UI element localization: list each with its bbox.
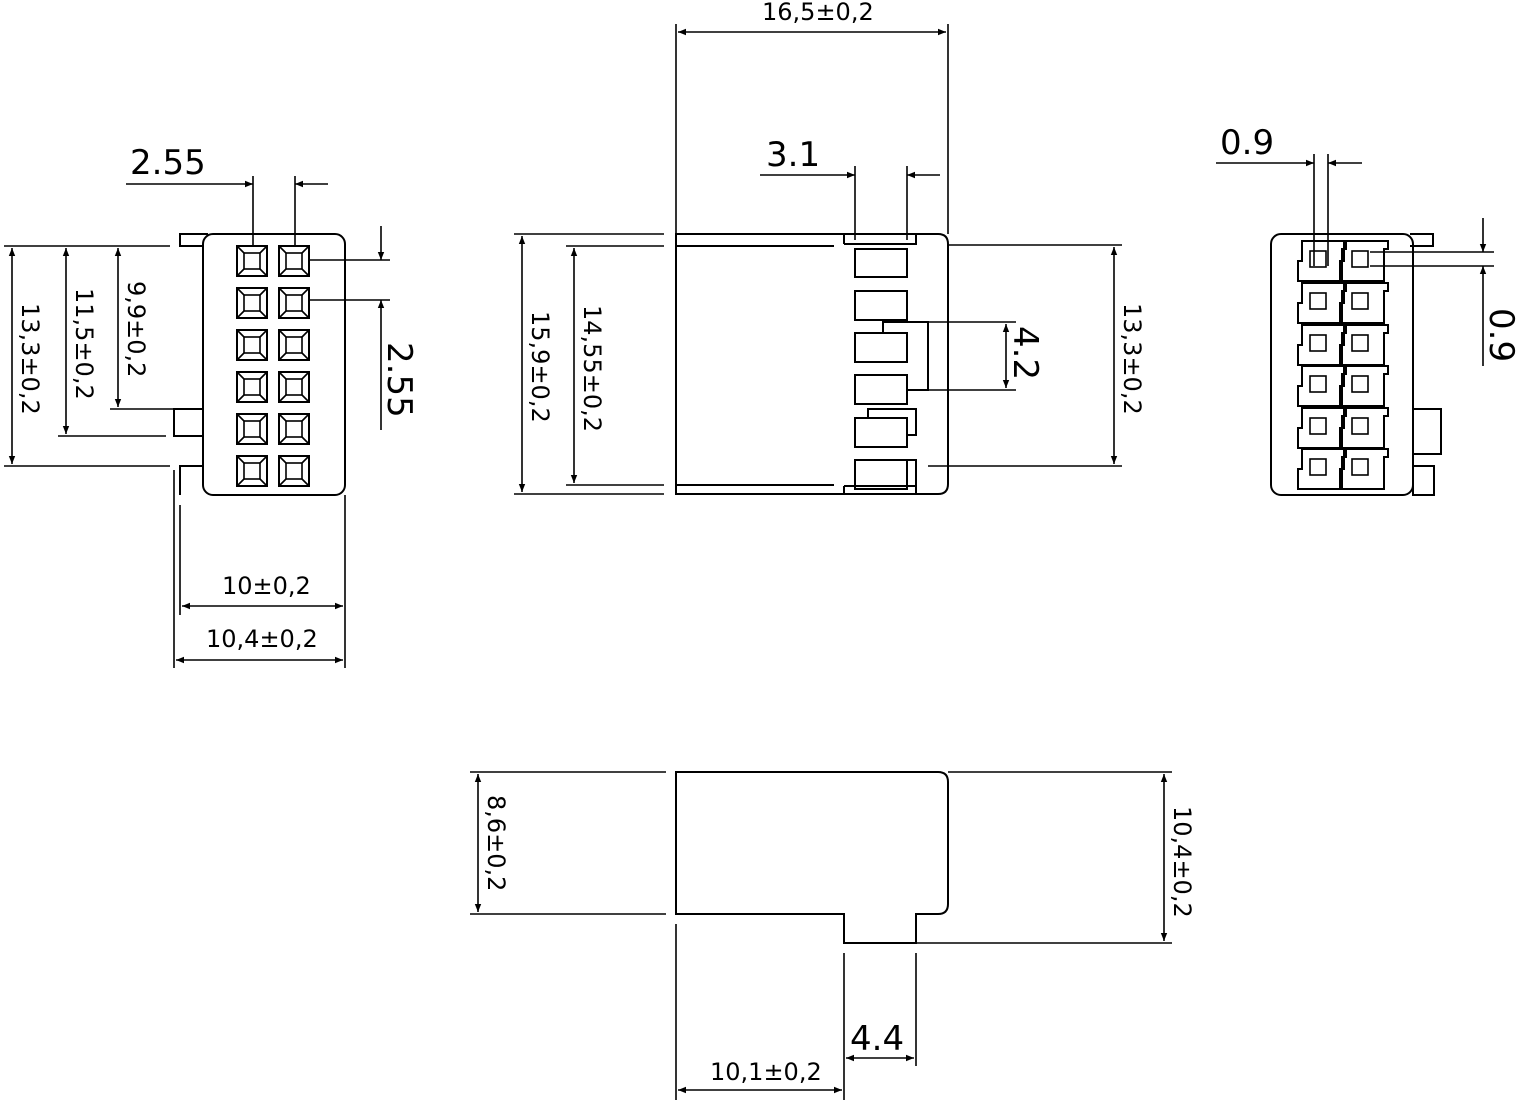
front-top-flange — [179, 233, 208, 247]
rear-w-label: 0.9 — [1220, 123, 1274, 163]
front-pitch-v-label: 2.55 — [379, 342, 419, 418]
front-w-outer-label: 10,4±0,2 — [206, 625, 318, 653]
side-h-right-label: 13,3±0,2 — [1118, 303, 1146, 415]
front-cavity-grid — [236, 245, 310, 487]
front-h-mid-label: 11,5±0,2 — [70, 288, 98, 400]
front-cavity — [278, 413, 310, 445]
front-cavity — [278, 329, 310, 361]
rear-bottom-tab — [1412, 465, 1435, 496]
front-cavity — [236, 371, 268, 403]
rear-body — [1270, 233, 1414, 496]
bottom-step-label: 4.4 — [850, 1019, 904, 1059]
rear-cavity — [1339, 448, 1389, 490]
side-slot — [854, 332, 908, 363]
front-cavity — [278, 287, 310, 319]
bottom-h-right-label: 10,4±0,2 — [1168, 806, 1196, 918]
front-view: 2.55 2.55 13,3±0,2 11,5±0,2 9,9±0,2 10±0… — [4, 143, 419, 668]
front-body — [202, 233, 346, 496]
side-length-label: 16,5±0,2 — [762, 0, 874, 26]
rear-cavity — [1339, 324, 1389, 366]
rear-side-tab — [1412, 408, 1442, 455]
rear-cavity — [1339, 365, 1389, 407]
side-h-inner-label: 14,55±0,2 — [578, 305, 606, 432]
side-view: 16,5±0,2 3.1 15,9±0,2 14,55±0,2 4.2 13,3… — [514, 0, 1146, 495]
front-cavity — [278, 371, 310, 403]
bottom-view: 8,6±0,2 10,4±0,2 10,1±0,2 4.4 — [470, 771, 1196, 1100]
rear-h-label: 0.9 — [1481, 308, 1521, 362]
front-w-inner-label: 10±0,2 — [222, 572, 311, 600]
front-cavity — [236, 413, 268, 445]
front-cavity — [236, 329, 268, 361]
front-h-inner-label: 9,9±0,2 — [122, 281, 150, 377]
side-slot — [854, 459, 908, 490]
side-body — [675, 233, 949, 495]
side-slot — [854, 248, 908, 278]
rear-cavity-grid — [1297, 240, 1389, 490]
front-cavity — [236, 455, 268, 487]
side-slot — [854, 374, 908, 405]
rear-cavity — [1297, 324, 1347, 366]
rear-cavity — [1339, 240, 1389, 282]
front-cavity — [278, 455, 310, 487]
front-h-outer-label: 13,3±0,2 — [16, 303, 44, 415]
side-h-outer-label: 15,9±0,2 — [526, 311, 554, 423]
rear-cavity — [1297, 240, 1347, 282]
rear-cavity — [1297, 365, 1347, 407]
front-cavity — [236, 245, 268, 277]
front-side-tab — [173, 408, 204, 437]
front-cavity — [236, 287, 268, 319]
side-slot — [854, 417, 908, 448]
rear-view: 0.9 0.9 — [1216, 123, 1521, 496]
front-bottom-flange — [179, 465, 203, 495]
bottom-h-left-label: 8,6±0,2 — [482, 795, 510, 891]
rear-cavity — [1297, 282, 1347, 324]
rear-cavity — [1297, 448, 1347, 490]
bottom-w-label: 10,1±0,2 — [710, 1058, 822, 1086]
side-slot-label: 3.1 — [766, 135, 820, 175]
rear-cavity — [1297, 407, 1347, 449]
rear-cavity — [1339, 282, 1389, 324]
side-latch-label: 4.2 — [1005, 326, 1045, 380]
front-cavity — [278, 245, 310, 277]
rear-cavity — [1339, 407, 1389, 449]
front-pitch-h-label: 2.55 — [130, 143, 206, 183]
bottom-body — [675, 771, 949, 944]
side-slot — [854, 290, 908, 321]
